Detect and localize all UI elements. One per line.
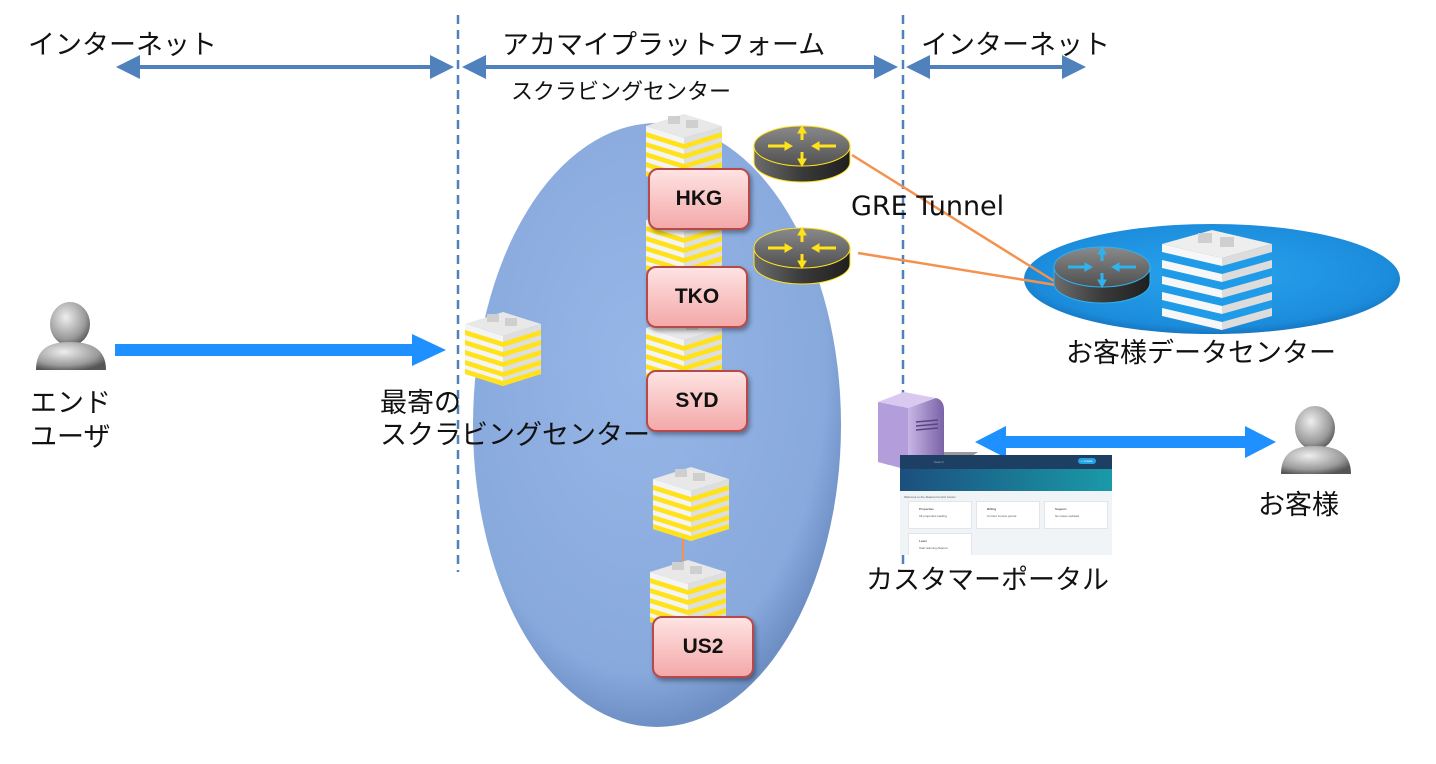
end-user-icon [36, 302, 106, 370]
router-tko-icon [752, 226, 852, 286]
end-user-label-line2: ユーザ [30, 422, 111, 453]
portal-hero [900, 469, 1112, 491]
site-us2-badge: US2 [652, 616, 754, 678]
portal-card-properties: Properties All properties loading [908, 501, 972, 529]
portal-welcome: Welcome to the Akamai Control Center [904, 495, 956, 499]
customer-dc-building-icon [1162, 230, 1272, 330]
scrubbing-center-label: スクラビングセンター [511, 80, 732, 105]
customer-dc-label: お客様データセンター [1066, 338, 1336, 369]
end-user-traffic-arrow [115, 334, 446, 366]
site-tko-badge: TKO [646, 266, 748, 328]
gre-tunnel-line-1 [851, 153, 1063, 288]
portal-search: Search [934, 460, 944, 464]
nearest-label-line1: 最寄の [380, 388, 461, 419]
customer-router-icon [1052, 245, 1152, 305]
portal-card-billing: Billing Current invoice period [976, 501, 1040, 529]
site-hkg-badge: HKG [648, 168, 750, 230]
portal-top-bar: Search + Create [900, 455, 1112, 469]
gre-tunnel-label: GRE Tunnel [851, 191, 1005, 222]
portal-create-button: + Create [1078, 458, 1096, 464]
portal-card-learn: Learn Start learning Akamai [908, 533, 972, 555]
gre-tunnel-line-2 [857, 251, 1063, 288]
customer-portal-screenshot: Search + Create Welcome to the Akamai Co… [900, 455, 1112, 555]
site-syd-badge: SYD [646, 370, 748, 432]
scrubbing-building-icon [653, 467, 729, 541]
customer-person-icon [1281, 406, 1351, 474]
customer-portal-label: カスタマーポータル [866, 565, 1109, 596]
portal-card-support: Support No cases updated [1044, 501, 1108, 529]
zone-label-akamai-platform: アカマイプラットフォーム [502, 30, 826, 61]
customer-portal-access-arrow [975, 426, 1276, 458]
nearest-label-line2: スクラビングセンター [380, 420, 650, 451]
router-hkg-icon [752, 124, 852, 184]
end-user-label-line1: エンド [30, 388, 111, 419]
nearest-scrubbing-building-icon [465, 312, 541, 386]
zone-label-internet-left: インターネット [28, 30, 217, 61]
zone-label-internet-right: インターネット [921, 30, 1110, 61]
customer-label: お客様 [1258, 490, 1339, 521]
